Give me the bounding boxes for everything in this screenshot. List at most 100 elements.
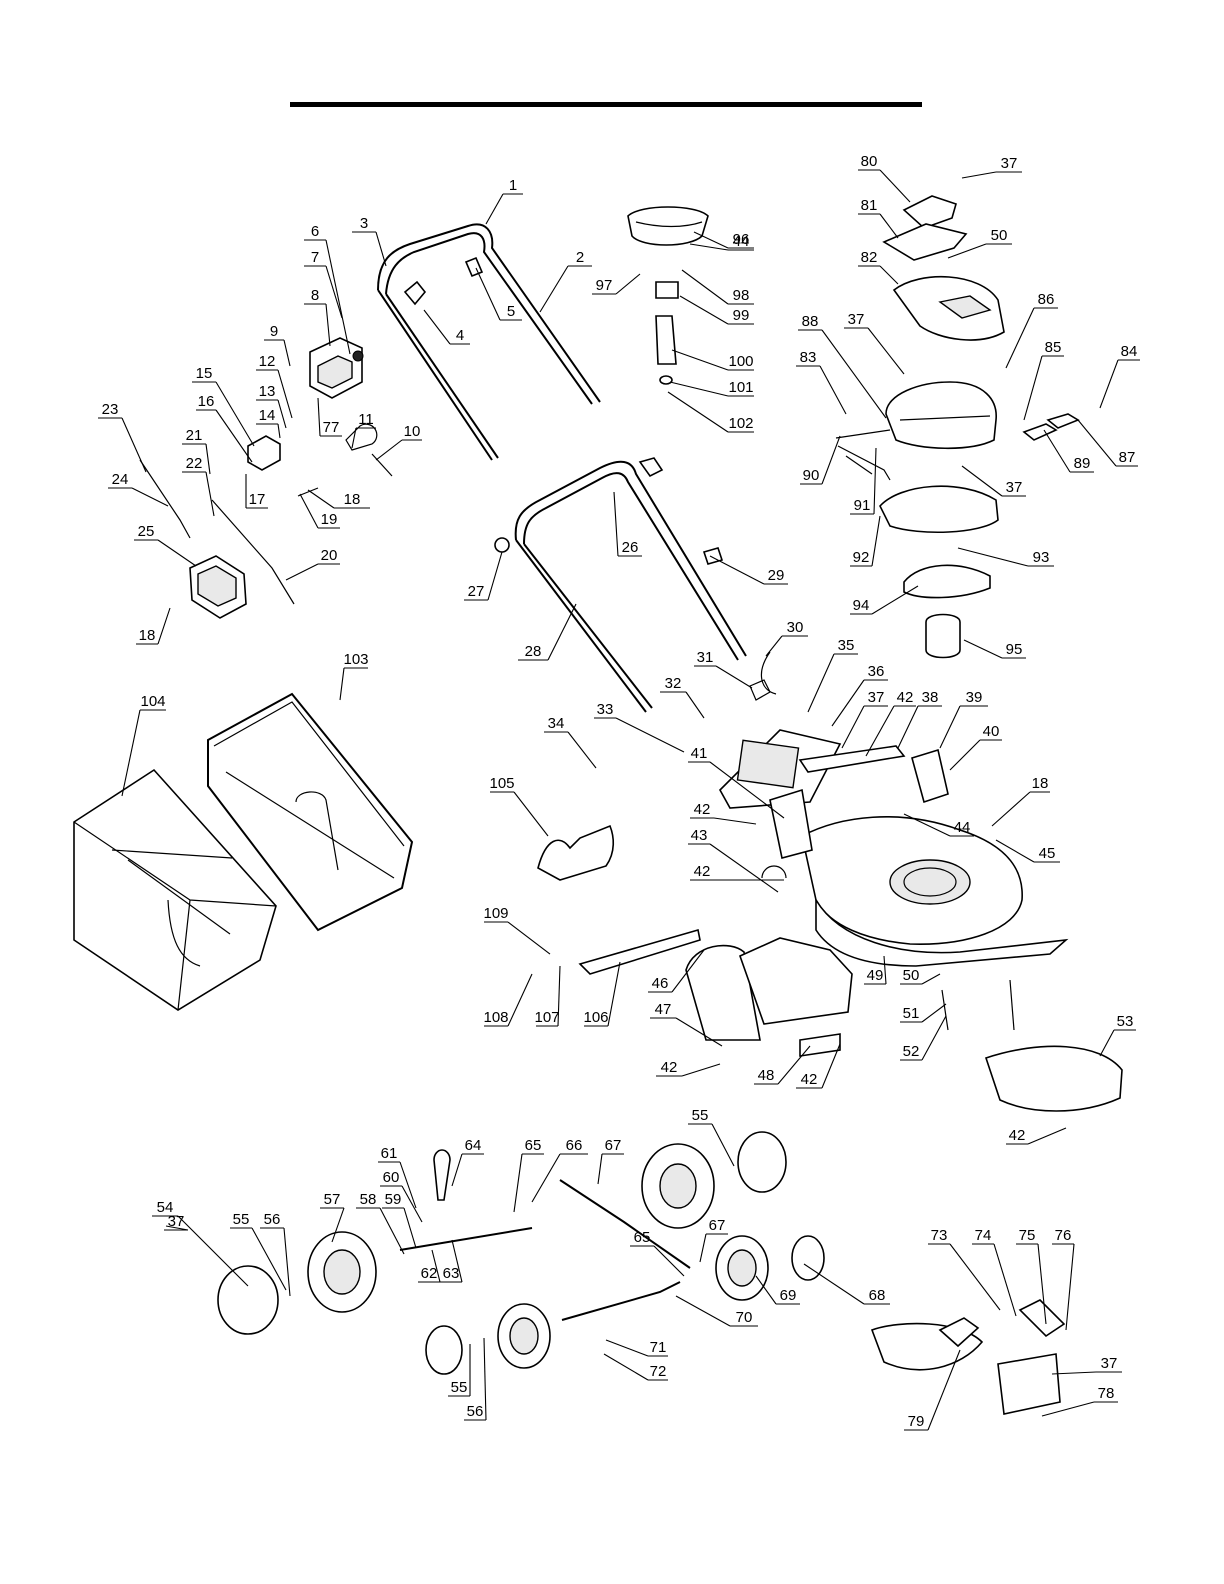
part-label: 68 xyxy=(869,1287,886,1304)
part-label: 42 xyxy=(694,863,711,880)
part-label: 90 xyxy=(803,467,820,484)
part-label: 89 xyxy=(1074,455,1091,472)
leader-line xyxy=(277,369,293,419)
leader-line xyxy=(681,269,729,305)
motor-top xyxy=(627,195,1080,659)
part-label: 65 xyxy=(634,1229,651,1246)
leader-line xyxy=(1065,1243,1075,1331)
leader-line xyxy=(897,705,919,749)
leader-line xyxy=(803,1263,865,1305)
leader-line xyxy=(487,551,503,601)
part-label: 37 xyxy=(848,311,865,328)
part-label: 69 xyxy=(780,1287,797,1304)
part-label: 87 xyxy=(1119,449,1136,466)
leader-line xyxy=(715,665,753,689)
leader-line xyxy=(399,1161,417,1209)
part-label: 78 xyxy=(1098,1385,1115,1402)
part-label: 65 xyxy=(525,1137,542,1154)
leader-line xyxy=(1023,355,1043,421)
part-label: 75 xyxy=(1019,1227,1036,1244)
part-label: 50 xyxy=(991,227,1008,244)
leader-line xyxy=(485,193,504,225)
part-label: 56 xyxy=(467,1403,484,1420)
part-label: 50 xyxy=(903,967,920,984)
part-label: 10 xyxy=(404,423,421,440)
part-label: 80 xyxy=(861,153,878,170)
leader-line xyxy=(539,265,569,313)
part-label: 58 xyxy=(360,1191,377,1208)
leader-line xyxy=(947,243,987,259)
part-label: 18 xyxy=(344,491,361,508)
part-label: 98 xyxy=(733,287,750,304)
part-label: 49 xyxy=(867,967,884,984)
part-label: 48 xyxy=(758,1067,775,1084)
part-label: 39 xyxy=(966,689,983,706)
part-label: 4 xyxy=(456,327,464,344)
leader-line xyxy=(713,817,757,825)
part-label: 14 xyxy=(259,407,276,424)
part-label: 66 xyxy=(566,1137,583,1154)
leader-line xyxy=(995,839,1035,863)
part-label: 76 xyxy=(1055,1227,1072,1244)
part-label: 44 xyxy=(733,233,750,250)
part-label: 38 xyxy=(922,689,939,706)
lower-handle xyxy=(494,457,777,713)
leader-line xyxy=(215,381,255,447)
part-label: 37 xyxy=(868,689,885,706)
title-rule xyxy=(290,102,922,107)
leader-line xyxy=(317,397,321,437)
part-label: 36 xyxy=(868,663,885,680)
part-label: 85 xyxy=(1045,339,1062,356)
part-label: 95 xyxy=(1006,641,1023,658)
leader-line xyxy=(557,965,561,1027)
leader-line xyxy=(991,791,1031,827)
leader-line xyxy=(689,243,729,251)
part-label: 67 xyxy=(605,1137,622,1154)
leader-line xyxy=(451,1153,463,1187)
leader-line xyxy=(927,1349,961,1431)
leader-line xyxy=(871,515,881,567)
part-label: 55 xyxy=(451,1379,468,1396)
part-label: 97 xyxy=(596,277,613,294)
leader-line xyxy=(883,955,887,985)
part-label: 13 xyxy=(259,383,276,400)
leader-line xyxy=(283,339,291,367)
leader-line xyxy=(921,1015,947,1061)
switch-box xyxy=(139,337,393,619)
part-label: 37 xyxy=(168,1213,185,1230)
leader-line xyxy=(807,653,835,713)
leader-lines xyxy=(98,169,1140,1431)
part-label: 18 xyxy=(139,627,156,644)
part-label: 37 xyxy=(1101,1355,1118,1372)
leader-line xyxy=(675,1295,731,1327)
leader-line xyxy=(755,1275,777,1305)
leader-line xyxy=(547,603,577,661)
part-label: 1 xyxy=(509,177,517,194)
part-label: 92 xyxy=(853,549,870,566)
leader-line xyxy=(681,1063,721,1077)
leader-line xyxy=(403,1207,417,1249)
part-label: 20 xyxy=(321,547,338,564)
leader-line xyxy=(711,1123,735,1167)
leader-line xyxy=(607,961,621,1027)
part-label: 12 xyxy=(259,353,276,370)
leader-line xyxy=(531,1153,561,1203)
upper-handle xyxy=(377,223,601,461)
part-label: 82 xyxy=(861,249,878,266)
leader-line xyxy=(949,739,981,771)
part-label: 59 xyxy=(385,1191,402,1208)
leader-line xyxy=(865,705,895,757)
part-label: 21 xyxy=(186,427,203,444)
part-label: 32 xyxy=(665,675,682,692)
part-label: 30 xyxy=(787,619,804,636)
part-label: 100 xyxy=(728,353,753,370)
leader-line xyxy=(603,1353,649,1381)
part-label: 43 xyxy=(691,827,708,844)
leader-line xyxy=(671,949,705,993)
leader-line xyxy=(961,465,1003,497)
leader-line xyxy=(251,1227,287,1291)
leader-line xyxy=(299,493,319,529)
part-label: 67 xyxy=(709,1217,726,1234)
leader-line xyxy=(215,409,253,463)
leader-line xyxy=(819,365,847,415)
